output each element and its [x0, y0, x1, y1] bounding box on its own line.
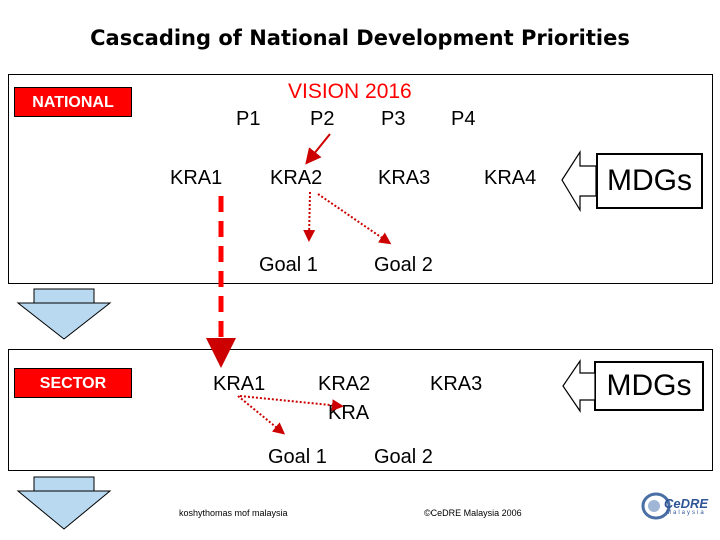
left-arrow-icon	[562, 359, 596, 413]
sector-kra1: KRA1	[213, 373, 266, 395]
left-arrow-icon	[561, 149, 597, 213]
priority-p2: P2	[310, 108, 335, 130]
cedre-logo-text: CeDRE	[664, 496, 709, 511]
page-title: Cascading of National Development Priori…	[90, 26, 630, 50]
down-arrow-icon	[16, 288, 112, 340]
national-goal1: Goal 1	[259, 254, 318, 276]
priority-p1: P1	[236, 108, 261, 130]
national-mdgs-label: MDGs	[607, 164, 692, 197]
cedre-logo-sub: Malaysia	[666, 510, 706, 516]
sector-mdgs-box: MDGs	[594, 361, 704, 411]
national-kra1: KRA1	[170, 167, 223, 189]
sector-kra3: KRA3	[430, 373, 483, 395]
national-mdgs-box: MDGs	[596, 153, 703, 209]
arrow-sector-kra1-to-kra	[239, 395, 344, 412]
left-credit: koshythomas mof malaysia	[179, 508, 288, 518]
national-kra3: KRA3	[378, 167, 431, 189]
vision-label: VISION 2016	[288, 80, 412, 103]
cedre-logo-icon	[641, 492, 671, 520]
arrow-kra2-to-goal2	[317, 193, 392, 245]
national-goal2: Goal 2	[374, 254, 433, 276]
arrow-kra2-to-goal1	[303, 191, 316, 242]
down-arrow-icon	[16, 476, 112, 530]
arrow-sector-kra1-to-goal1	[237, 395, 286, 435]
right-credit: ©CeDRE Malaysia 2006	[424, 508, 522, 518]
sector-kra2: KRA2	[318, 373, 371, 395]
sector-goal1: Goal 1	[268, 446, 327, 468]
arrow-p2-to-kra2	[305, 133, 331, 165]
sector-tag: SECTOR	[14, 368, 132, 398]
national-tag: NATIONAL	[14, 87, 132, 117]
sector-mdgs-label: MDGs	[606, 369, 692, 402]
national-kra2: KRA2	[270, 167, 323, 189]
sector-goal2: Goal 2	[374, 446, 433, 468]
priority-p4: P4	[451, 108, 476, 130]
national-kra4: KRA4	[484, 167, 537, 189]
priority-p3: P3	[381, 108, 406, 130]
